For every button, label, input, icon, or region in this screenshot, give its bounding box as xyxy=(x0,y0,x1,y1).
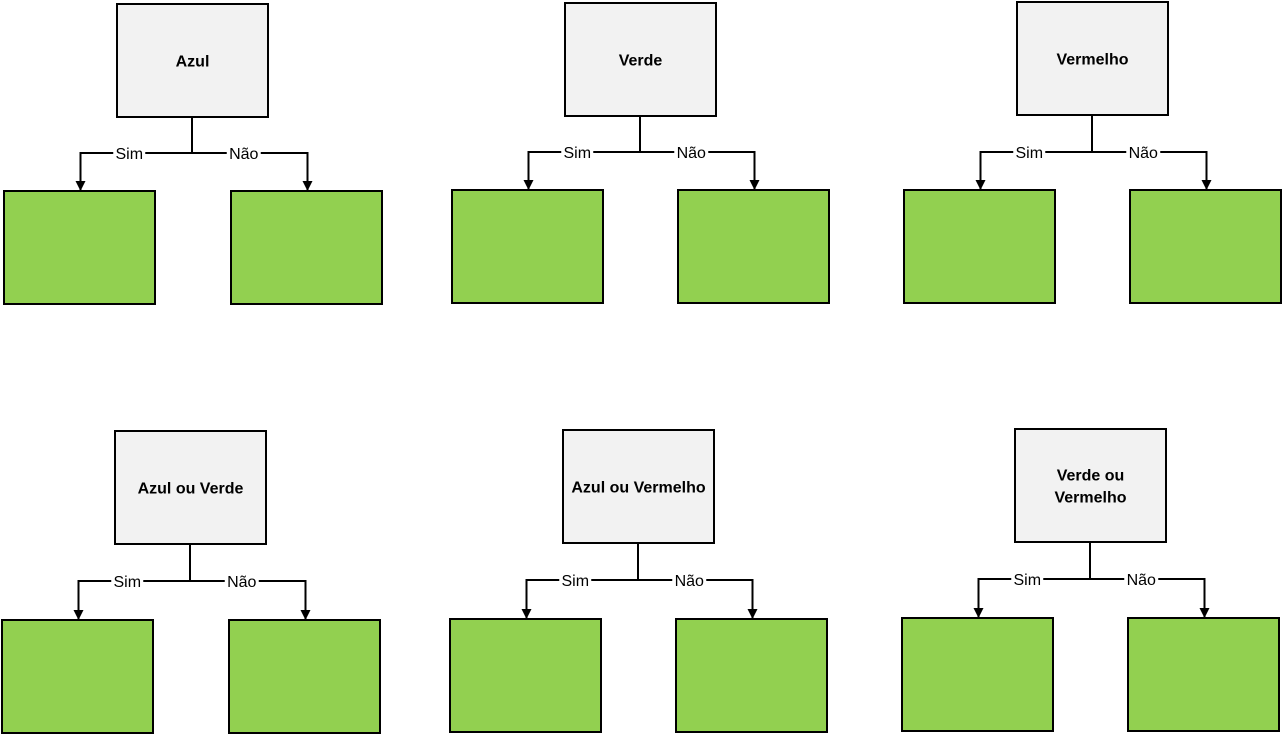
yes-label-bg xyxy=(111,572,144,590)
question-box xyxy=(1016,1,1169,116)
no-label: Não xyxy=(1129,145,1158,162)
no-answer-box xyxy=(1129,189,1282,304)
question-label: Azul ou Verde xyxy=(138,481,244,498)
no-label-bg xyxy=(226,144,261,162)
yes-answer-box xyxy=(901,617,1054,732)
no-label-bg xyxy=(224,572,259,590)
yes-label: Sim xyxy=(1015,145,1043,162)
no-label-bg xyxy=(672,571,707,589)
no-label-bg xyxy=(1124,570,1159,588)
yes-label: Sim xyxy=(115,146,143,163)
yes-label: Sim xyxy=(563,145,591,162)
question-label: Vermelho xyxy=(1056,52,1128,69)
yes-label: Sim xyxy=(113,574,141,591)
yes-arrow xyxy=(523,151,640,190)
yes-label-bg xyxy=(561,143,594,161)
yes-label-bg xyxy=(1013,143,1046,161)
yes-arrow xyxy=(521,579,638,619)
yes-arrow xyxy=(73,580,190,620)
yes-label-bg xyxy=(113,144,146,162)
yes-answer-box xyxy=(451,189,604,304)
no-label: Não xyxy=(675,573,704,590)
yes-answer-box xyxy=(449,618,602,733)
yes-label-bg xyxy=(559,571,592,589)
question-label: Vermelho xyxy=(1054,490,1126,507)
question-label: Verde ou xyxy=(1057,468,1125,485)
question-label: Azul ou Vermelho xyxy=(571,480,705,497)
no-answer-box xyxy=(228,619,381,734)
no-answer-box xyxy=(1127,617,1280,732)
question-label: Azul xyxy=(176,54,210,71)
no-label: Não xyxy=(229,146,258,163)
yes-label-bg xyxy=(1011,570,1044,588)
no-label: Não xyxy=(227,574,256,591)
question-box xyxy=(116,3,269,118)
yes-arrow xyxy=(973,578,1090,618)
question-box xyxy=(564,2,717,117)
no-answer-box xyxy=(675,618,828,733)
no-label-bg xyxy=(1126,143,1161,161)
question-box xyxy=(114,430,267,545)
yes-label: Sim xyxy=(1013,572,1041,589)
question-label: Verde xyxy=(619,53,663,70)
yes-answer-box xyxy=(1,619,154,734)
no-answer-box xyxy=(677,189,830,304)
no-label: Não xyxy=(677,145,706,162)
yes-label: Sim xyxy=(561,573,589,590)
yes-answer-box xyxy=(3,190,156,305)
yes-arrow xyxy=(975,151,1092,190)
question-box xyxy=(1014,428,1167,543)
no-label: Não xyxy=(1127,572,1156,589)
no-label-bg xyxy=(674,143,709,161)
no-answer-box xyxy=(230,190,383,305)
yes-arrow xyxy=(75,152,192,191)
yes-answer-box xyxy=(903,189,1056,304)
